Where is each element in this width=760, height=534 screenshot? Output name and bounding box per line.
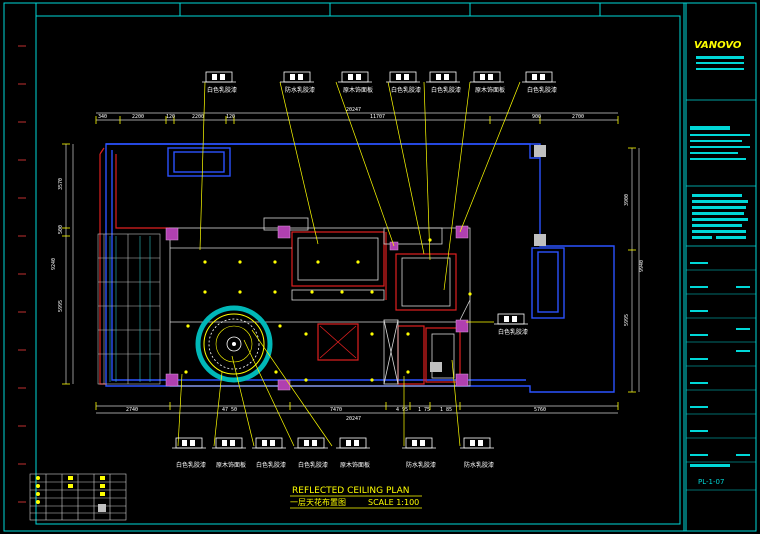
callout-bottom-3-text: 白色乳胶漆 (256, 461, 286, 469)
dim-top-3: 120 (166, 114, 175, 120)
callout-top-6-text: 原木饰面板 (475, 86, 505, 94)
dim-bottom-total: 20247 (346, 416, 361, 422)
frame-ticks (18, 45, 26, 503)
callout-bottom-4-text: 白色乳胶漆 (298, 461, 328, 469)
dimension-ticks (62, 116, 636, 410)
callout-top-6: 原木饰面板 (470, 71, 505, 94)
dim-top-4: 2200 (192, 114, 204, 120)
dim-bottom-1: 2740 (126, 407, 138, 413)
downlights (184, 238, 472, 382)
dimension-lines (65, 112, 640, 414)
callout-top-5-text: 白色乳胶漆 (431, 86, 461, 94)
callout-bottom-5: 原木饰面板 (336, 437, 370, 469)
dim-bottom-6: 1 85 (440, 407, 452, 413)
callout-bottom-6: 防水乳胶漆 (402, 437, 436, 469)
dim-top-5: 120 (226, 114, 235, 120)
callout-right: 白色乳胶漆 (494, 313, 528, 336)
callout-top-1: 白色乳胶漆 (202, 71, 237, 94)
dim-bottom-4: 4 95 (396, 407, 408, 413)
callout-bottom-4: 白色乳胶漆 (294, 437, 328, 469)
dim-left-1: 3570 (58, 178, 64, 190)
dim-top-1: 340 (98, 114, 107, 120)
callout-bottom-1: 白色乳胶漆 (172, 437, 206, 469)
callout-top-5: 白色乳胶漆 (426, 71, 461, 94)
callout-bottom-2-text: 原木饰面板 (216, 461, 246, 469)
callout-top-3-text: 原木饰面板 (343, 86, 373, 94)
callout-top-2: 防水乳胶漆 (280, 71, 315, 94)
callout-top-7-text: 白色乳胶漆 (527, 86, 557, 94)
dim-top-8: 2700 (572, 114, 584, 120)
drawing-title: REFLECTED CEILING PLAN 一层天花布置图 SCALE 1:1… (290, 486, 422, 509)
left-glazing-grid (97, 233, 161, 385)
callout-top-3: 原木饰面板 (338, 71, 373, 94)
partition-walls (99, 147, 461, 385)
callout-bottom-2: 原木饰面板 (212, 437, 246, 469)
bottom-callouts: 白色乳胶漆 原木饰面板 白色乳胶漆 白色乳胶漆 原木饰面板 (172, 437, 494, 469)
dim-top-6: 11707 (370, 114, 385, 120)
top-callouts: 白色乳胶漆 防水乳胶漆 原木饰面板 白色乳胶漆 白色乳胶漆 (202, 71, 557, 94)
dimension-texts: 340 2200 120 2200 120 11707 900 2700 202… (51, 107, 645, 422)
leader-lines (177, 81, 521, 447)
dim-bottom-3: 7470 (330, 407, 342, 413)
dim-top-total: 20247 (346, 107, 361, 113)
dim-top-7: 900 (532, 114, 541, 120)
callout-right-text: 白色乳胶漆 (498, 328, 528, 336)
title-chinese: 一层天花布置图 (290, 497, 346, 507)
dim-right-3: 5995 (624, 314, 630, 326)
callout-top-7: 白色乳胶漆 (522, 71, 557, 94)
dim-top-2: 2200 (132, 114, 144, 120)
title-english: REFLECTED CEILING PLAN (292, 486, 409, 496)
left-glazing-accents (109, 236, 151, 382)
firm-logo: VANOVO (694, 40, 742, 51)
callout-top-1-text: 白色乳胶漆 (207, 86, 237, 94)
callout-top-4: 白色乳胶漆 (386, 71, 421, 94)
callout-bottom-3: 白色乳胶漆 (252, 437, 286, 469)
dim-bottom-7: 5760 (534, 407, 546, 413)
legend-symbols (36, 476, 106, 512)
sheet-frame (3, 2, 757, 532)
exterior-walls (105, 143, 615, 393)
dim-bottom-2: 47 50 (222, 407, 237, 413)
dim-left-2: 500 (58, 225, 64, 234)
fan-fixtures (430, 145, 546, 372)
callout-top-4-text: 白色乳胶漆 (391, 86, 421, 94)
title-scale: SCALE 1:100 (368, 498, 419, 507)
dim-left-3: 9240 (51, 258, 57, 270)
callout-bottom-5-text: 原木饰面板 (340, 461, 370, 469)
callout-bottom-7: 防水乳胶漆 (460, 437, 494, 469)
round-ceiling-feature (195, 305, 273, 383)
ceiling-lines (169, 217, 471, 387)
callout-bottom-1-text: 白色乳胶漆 (176, 461, 206, 469)
columns (165, 225, 469, 391)
legend-table (29, 473, 127, 521)
dim-bottom-5: 1 75 (418, 407, 430, 413)
dim-right-1: 3900 (624, 194, 630, 206)
callout-bottom-6-text: 防水乳胶漆 (406, 461, 436, 469)
dim-right-2: 9940 (639, 260, 645, 272)
callout-top-2-text: 防水乳胶漆 (285, 86, 315, 94)
title-block: VANOVO (686, 40, 756, 491)
dim-left-4: 5995 (58, 300, 64, 312)
void-cross-b (319, 325, 357, 359)
callout-bottom-7-text: 防水乳胶漆 (464, 461, 494, 469)
drawing-number: PL-1-07 (698, 478, 724, 486)
